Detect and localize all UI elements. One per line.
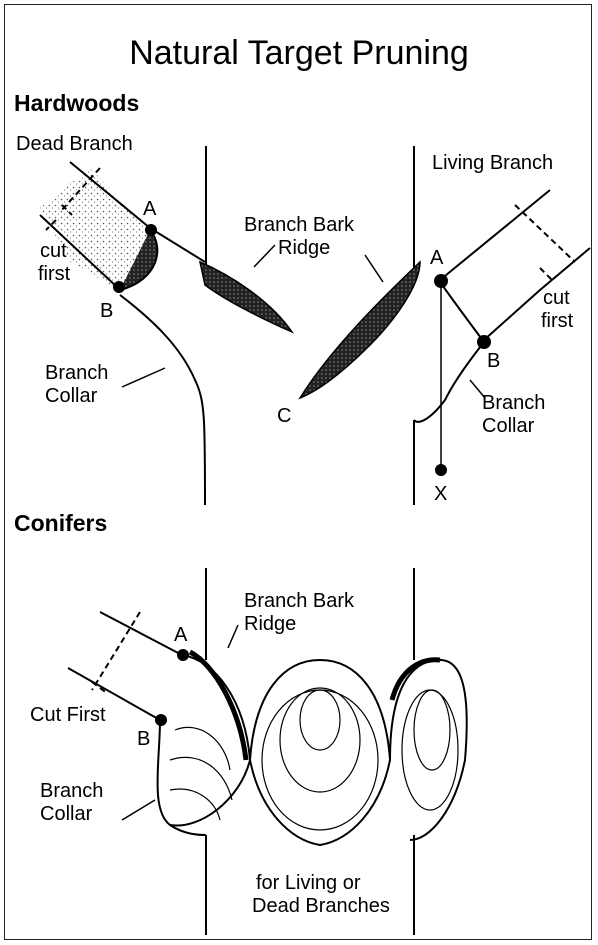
dead-branch-illustration — [40, 146, 206, 505]
label-conifer-caption-2: Dead Branches — [252, 895, 390, 918]
label-conifer-bark-ridge-2: Ridge — [244, 613, 296, 636]
label-conifer-a: A — [174, 624, 187, 647]
bark-ridge-leader-left — [254, 245, 275, 267]
conifer-cut-line — [92, 612, 140, 694]
label-conifer-cut-first: Cut First — [30, 704, 106, 727]
living-ridge-leader — [365, 255, 383, 282]
conifer-point-b — [155, 714, 167, 726]
label-living-a: A — [430, 247, 443, 270]
label-conifer-collar-1: Branch — [40, 780, 103, 803]
label-dead-collar-1: Branch — [45, 362, 108, 385]
living-collar-top — [440, 282, 484, 342]
living-branch-upper-edge — [440, 190, 550, 280]
living-point-a — [434, 274, 448, 288]
label-conifer-collar-2: Collar — [40, 803, 92, 826]
label-living-collar-2: Collar — [482, 415, 534, 438]
label-living-c: C — [277, 405, 291, 428]
label-dead-branch: Dead Branch — [16, 133, 133, 156]
trunk-left-lower — [120, 295, 205, 505]
dead-branch-upper-edge-inner — [150, 228, 205, 262]
label-dead-a: A — [143, 198, 156, 221]
ring-left-2 — [170, 757, 232, 800]
dead-point-a — [145, 224, 157, 236]
ring-middle-2 — [280, 688, 360, 792]
living-point-x — [435, 464, 447, 476]
label-bark-ridge-2: Ridge — [278, 237, 330, 260]
conifer-left-collar — [158, 655, 251, 826]
label-living-branch: Living Branch — [432, 152, 553, 175]
label-dead-cut: cut — [40, 240, 67, 263]
label-conifer-caption-1: for Living or — [256, 872, 361, 895]
label-living-collar-1: Branch — [482, 392, 545, 415]
living-bark-ridge — [300, 262, 420, 398]
conifer-point-a — [177, 649, 189, 661]
label-bark-ridge-1: Branch Bark — [244, 214, 354, 237]
label-dead-b: B — [100, 300, 113, 323]
dead-point-b — [113, 281, 125, 293]
living-collar-bottom — [414, 342, 484, 422]
label-living-b: B — [487, 350, 500, 373]
label-dead-collar-2: Collar — [45, 385, 97, 408]
ring-left-3 — [170, 789, 220, 820]
conifer-ridge-leader — [228, 625, 238, 648]
ring-left-1 — [175, 727, 230, 770]
conifer-collar-leader — [122, 800, 155, 820]
ring-middle-3 — [262, 690, 378, 830]
label-conifer-bark-ridge-1: Branch Bark — [244, 590, 354, 613]
label-conifer-b: B — [137, 728, 150, 751]
label-dead-first: first — [38, 263, 70, 286]
ring-right-2 — [402, 690, 458, 810]
conifer-branch-upper — [100, 612, 182, 655]
label-living-first: first — [541, 310, 573, 333]
living-point-b — [477, 335, 491, 349]
label-living-cut: cut — [543, 287, 570, 310]
ring-right-1 — [414, 690, 450, 770]
dead-collar-leader — [122, 368, 165, 387]
label-living-x: X — [434, 483, 447, 506]
ring-middle-1 — [300, 690, 340, 750]
